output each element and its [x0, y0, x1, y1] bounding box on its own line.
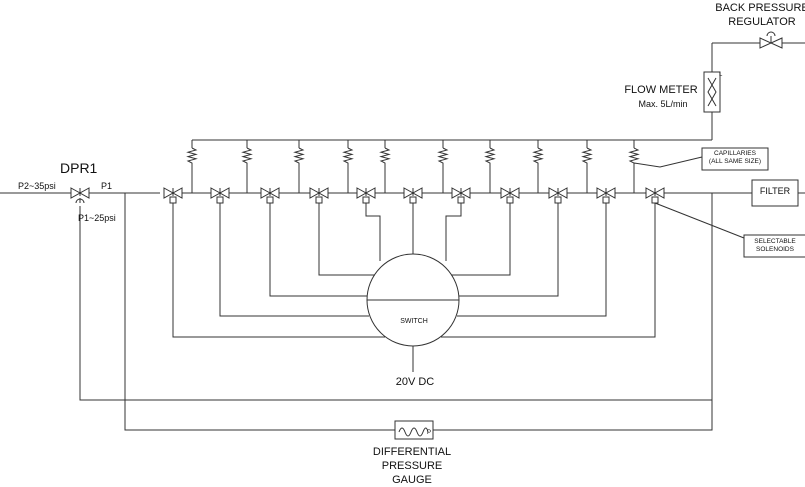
solenoid-valve-icon [171, 187, 183, 199]
capillary-resistor [379, 147, 391, 193]
flow-meter-icon [703, 71, 721, 113]
solenoids-label-line1: SELECTABLE [754, 238, 796, 245]
solenoid-coil [506, 196, 514, 204]
solenoid-coil [216, 196, 224, 204]
solenoid-valve-icon [556, 187, 568, 199]
p1-line-label: P1 [101, 181, 113, 191]
solenoid-valve-icon [653, 187, 665, 199]
solenoid-valve-icon [364, 187, 376, 199]
gauge-bellows [398, 427, 429, 437]
capillary-resistor [437, 147, 449, 193]
solenoid-valve-icon [548, 187, 560, 199]
solenoid-valve-icon [163, 187, 175, 199]
solenoid-coil [554, 196, 562, 204]
solenoid-valve-icon [260, 187, 272, 199]
solenoid-valve-icon [411, 187, 423, 199]
solenoid-valve-icon [604, 187, 616, 199]
solenoid-valve-icon [596, 187, 608, 199]
flow-meter-label: FLOW METER [624, 84, 698, 96]
solenoid-wire [318, 203, 375, 276]
solenoids-leader [654, 202, 745, 239]
flow-meter-tag: L [719, 72, 723, 78]
solenoid-coil [315, 196, 323, 204]
solenoid-valve-icon [459, 187, 471, 199]
solenoid-wire [269, 203, 367, 297]
dpg-label-line3: GAUGE [392, 474, 432, 486]
capillary-resistor [293, 147, 305, 193]
capillary-resistor [581, 147, 593, 193]
gauge-high-line [79, 193, 713, 401]
bpr-valve-icon [769, 37, 783, 49]
flow-meter-max-label: Max. 5L/min [638, 99, 688, 109]
capillary-resistor [186, 147, 198, 193]
capillary-resistor [484, 147, 496, 193]
solenoid-wire [451, 203, 511, 276]
solenoid-wire [445, 203, 462, 261]
solenoid-wire [365, 203, 381, 261]
solenoid-wire [441, 203, 656, 338]
gauge-return-line [433, 400, 713, 431]
solenoid-wire [459, 203, 559, 297]
solenoid-coil [651, 196, 659, 204]
bpr-label-line1: BACK PRESSURE [715, 2, 805, 14]
gauge-p-label: P [427, 430, 432, 436]
solenoid-valve-icon [508, 187, 520, 199]
capillary-resistor [342, 147, 354, 193]
bpr-dome [766, 31, 776, 37]
p2-label: P2~35psi [18, 181, 56, 191]
filter-label: FILTER [759, 186, 791, 196]
solenoid-valve-icon [317, 187, 329, 199]
solenoid-coil [169, 196, 177, 204]
solenoid-valve-icon [403, 187, 415, 199]
capillaries-label-line1: CAPILLARIES [714, 150, 756, 157]
dpg-label-line2: PRESSURE [381, 460, 443, 472]
bpr-valve-icon [759, 37, 773, 49]
power-label: 20V DC [395, 376, 435, 388]
bpr-label-line2: REGULATOR [728, 16, 796, 28]
solenoid-valve-icon [356, 187, 368, 199]
solenoid-valve-icon [645, 187, 657, 199]
dpr-label: DPR1 [60, 160, 98, 176]
gauge-low-line [124, 193, 395, 431]
solenoids-callout-box [743, 234, 805, 258]
capillary-resistor [532, 147, 544, 193]
switch-label: SWITCH [400, 318, 428, 325]
solenoid-coil [409, 196, 417, 204]
solenoid-valve-icon [451, 187, 463, 199]
solenoid-coil [362, 196, 370, 204]
capillaries-label-line2: (ALL SAME SIZE) [708, 158, 762, 165]
solenoid-wire [457, 203, 607, 317]
solenoid-coil [602, 196, 610, 204]
solenoid-wire [219, 203, 369, 317]
capillary-resistor [241, 147, 253, 193]
solenoid-valve-icon [210, 187, 222, 199]
dpr-valve-icon [70, 187, 82, 199]
solenoid-wire [172, 203, 385, 338]
p1-value-label: P1~25psi [78, 213, 116, 223]
differential-gauge-icon [394, 420, 434, 440]
solenoid-valve-icon [218, 187, 230, 199]
flow-meter-float [707, 77, 717, 107]
solenoid-coil [457, 196, 465, 204]
capillaries-leader [633, 156, 703, 168]
dpg-label-line1: DIFFERENTIAL [372, 446, 452, 458]
solenoid-coil [266, 196, 274, 204]
solenoid-valve-icon [309, 187, 321, 199]
capillary-resistor [628, 147, 640, 193]
solenoid-valve-icon [500, 187, 512, 199]
solenoid-valve-icon [268, 187, 280, 199]
capillaries-callout-box [701, 147, 769, 171]
dpr-valve-icon [78, 187, 90, 199]
solenoids-label-line2: SOLENOIDS [756, 246, 794, 253]
filter-box [751, 179, 799, 207]
flow-meter-float [707, 77, 717, 107]
